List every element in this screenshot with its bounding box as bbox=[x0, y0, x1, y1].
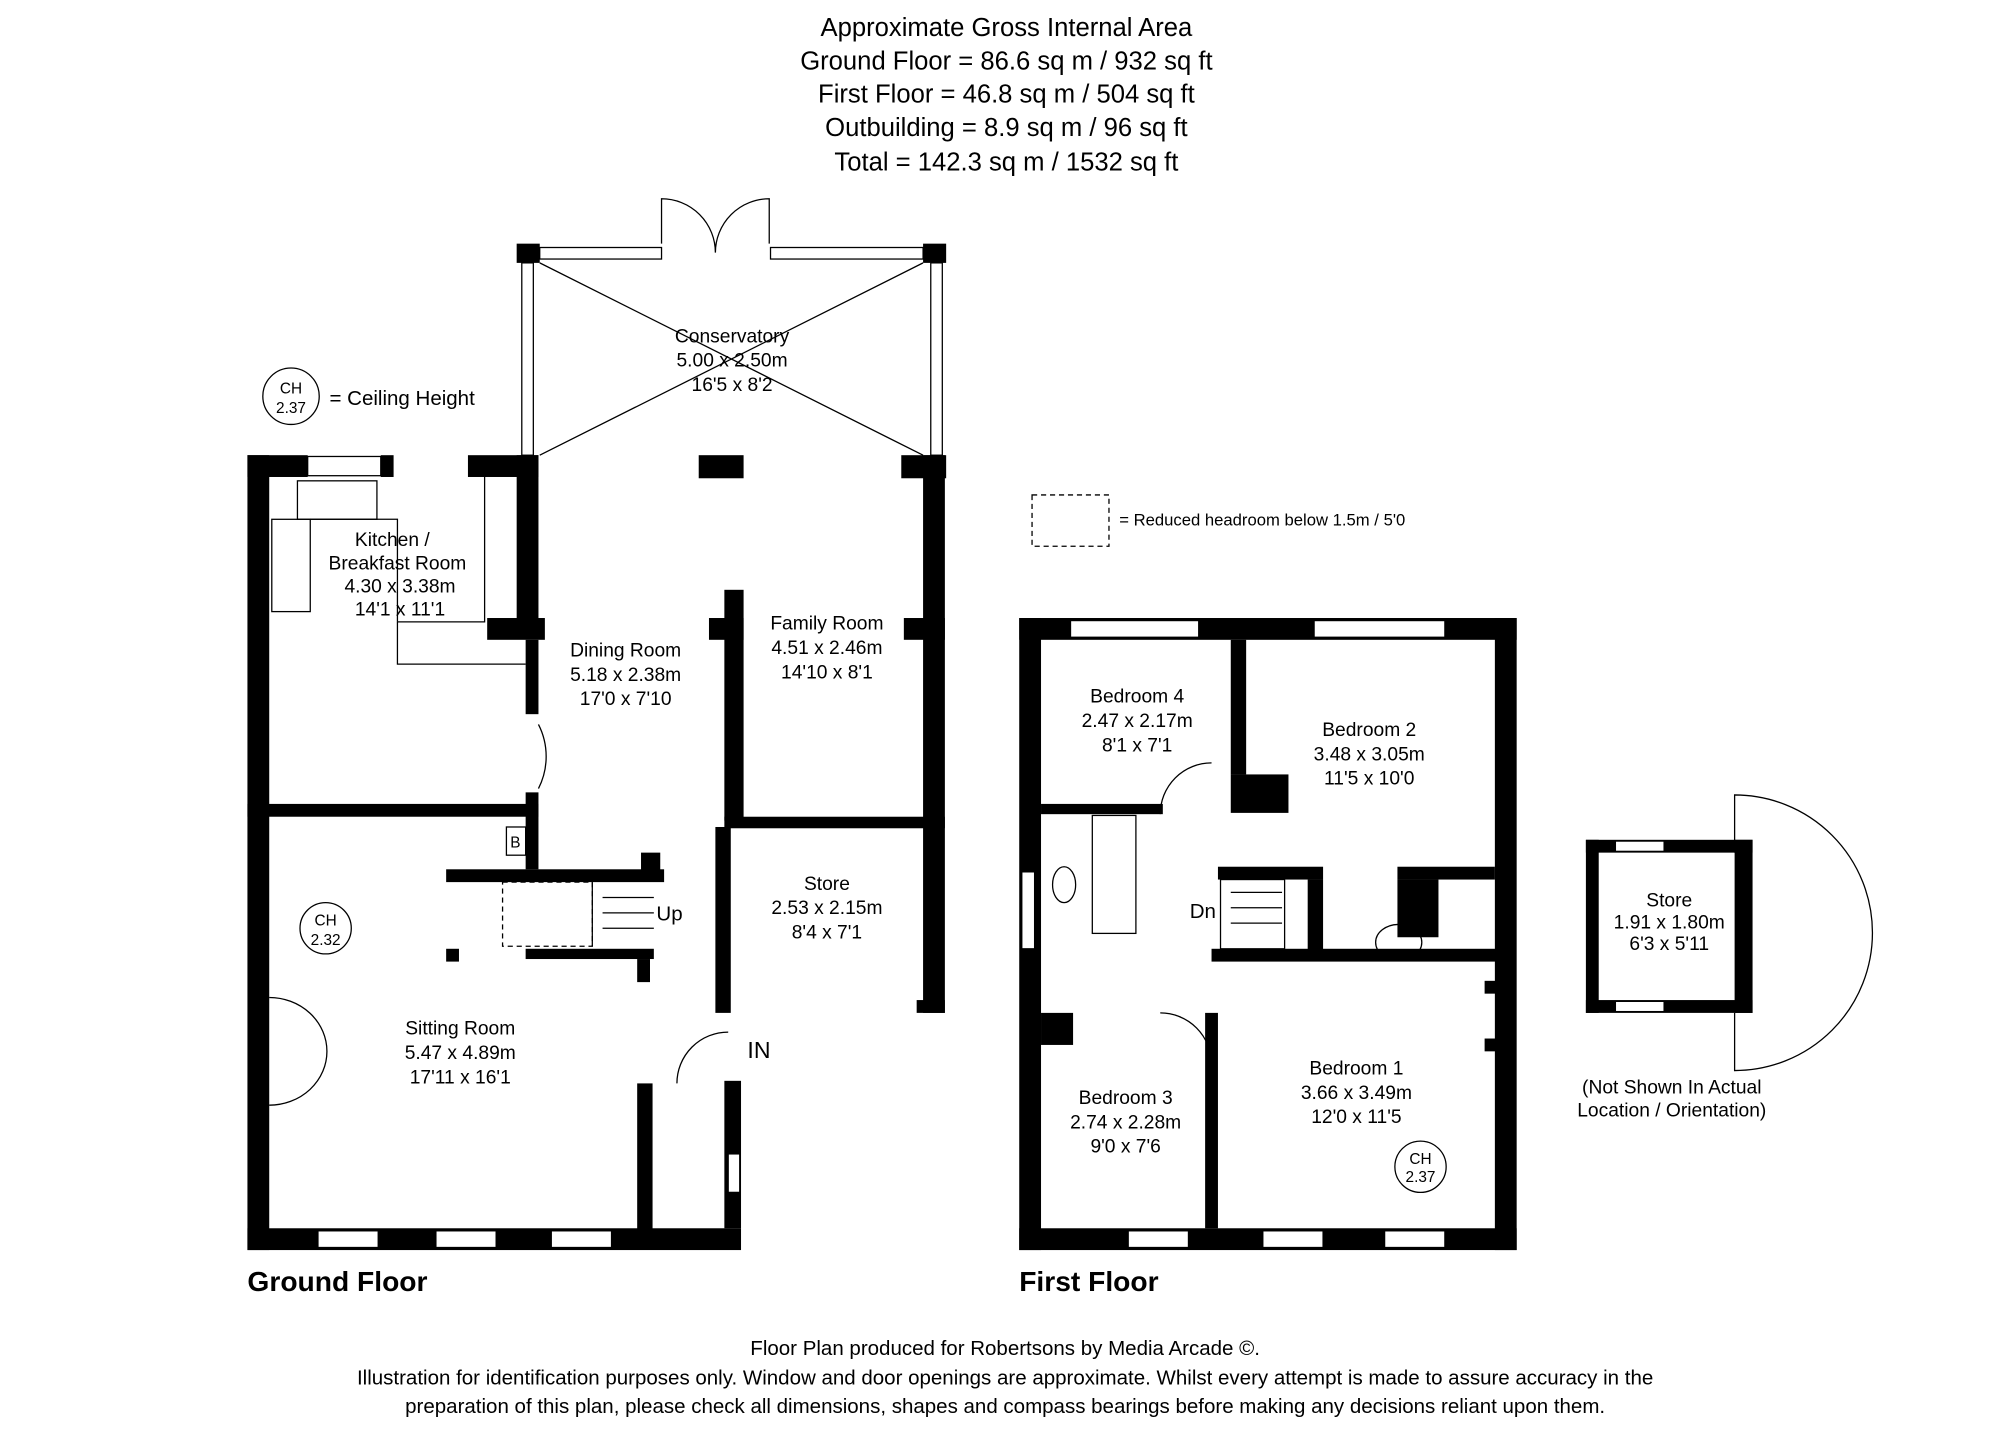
disclaimer: Floor Plan produced for Robertsons by Me… bbox=[357, 1337, 1653, 1418]
area-summary: Approximate Gross Internal Area Ground F… bbox=[800, 14, 1212, 177]
room-name: Store bbox=[804, 874, 850, 895]
room-metric: 4.51 x 2.46m bbox=[771, 638, 882, 659]
room-bedroom3: Bedroom 3 2.74 x 2.28m 9'0 x 7'6 bbox=[1070, 1088, 1181, 1158]
outbuilding-store: Store 1.91 x 1.80m 6'3 x 5'11 (Not Shown… bbox=[1577, 794, 1873, 1122]
ceiling-height-marker-icon bbox=[1394, 1140, 1447, 1194]
room-bedroom4: Bedroom 4 2.47 x 2.17m 8'1 x 7'1 bbox=[1082, 687, 1193, 757]
room-metric: 2.74 x 2.28m bbox=[1070, 1112, 1181, 1133]
area-total: Total = 142.3 sq m / 1532 sq ft bbox=[834, 149, 1178, 177]
room-imperial: 6'3 x 5'11 bbox=[1629, 934, 1709, 955]
room-store: Store 2.53 x 2.15m 8'4 x 7'1 bbox=[771, 874, 882, 944]
ch-legend-text: = Ceiling Height bbox=[329, 387, 475, 410]
bedroom1-ceiling-height: CH 2.37 bbox=[1394, 1140, 1447, 1194]
reduced-headroom-legend: = Reduced headroom below 1.5m / 5'0 bbox=[1031, 494, 1405, 547]
area-outbuilding: Outbuilding = 8.9 sq m / 96 sq ft bbox=[825, 114, 1188, 142]
room-name: Store bbox=[1646, 890, 1692, 911]
bath-icon bbox=[1091, 814, 1137, 935]
area-ground-floor: Ground Floor = 86.6 sq m / 932 sq ft bbox=[800, 47, 1212, 75]
room-imperial: 17'11 x 16'1 bbox=[410, 1067, 511, 1088]
room-metric: 2.47 x 2.17m bbox=[1082, 711, 1193, 732]
room-sitting: Sitting Room 5.47 x 4.89m 17'11 x 16'1 bbox=[405, 1019, 516, 1089]
room-conservatory: Conservatory 5.00 x 2.50m 16'5 x 8'2 bbox=[675, 326, 790, 396]
ch-value: 2.37 bbox=[1406, 1169, 1436, 1186]
ceiling-height-marker-icon bbox=[299, 901, 352, 955]
entrance-label: IN bbox=[747, 1037, 770, 1063]
room-metric: 5.47 x 4.89m bbox=[405, 1043, 516, 1064]
room-kitchen: Kitchen / Breakfast Room 4.30 x 3.38m 14… bbox=[329, 530, 467, 620]
toilet-icon bbox=[1051, 866, 1077, 904]
room-imperial: 14'1 x 11'1 bbox=[355, 599, 445, 620]
reduced-headroom-text: = Reduced headroom below 1.5m / 5'0 bbox=[1119, 511, 1405, 530]
room-name: Breakfast Room bbox=[329, 553, 467, 574]
producer-credit: Floor Plan produced for Robertsons by Me… bbox=[750, 1337, 1260, 1360]
disclaimer-line: preparation of this plan, please check a… bbox=[405, 1395, 1605, 1418]
outbuilding-note: Location / Orientation) bbox=[1577, 1101, 1766, 1122]
room-name: Kitchen / bbox=[355, 530, 430, 551]
room-bedroom1: Bedroom 1 3.66 x 3.49m 12'0 x 11'5 bbox=[1301, 1058, 1412, 1128]
room-metric: 2.53 x 2.15m bbox=[771, 898, 882, 919]
room-imperial: 12'0 x 11'5 bbox=[1311, 1107, 1401, 1128]
disclaimer-line: Illustration for identification purposes… bbox=[357, 1367, 1653, 1390]
room-imperial: 14'10 x 8'1 bbox=[781, 662, 873, 683]
room-metric: 1.91 x 1.80m bbox=[1614, 912, 1725, 933]
first-floor-title: First Floor bbox=[1019, 1265, 1158, 1297]
room-imperial: 8'4 x 7'1 bbox=[792, 923, 862, 944]
ground-floor-walls: B bbox=[247, 198, 947, 1251]
stairs-up-label: Up bbox=[656, 903, 682, 926]
sitting-ceiling-height: CH 2.32 bbox=[299, 901, 352, 955]
reduced-headroom-icon bbox=[1031, 494, 1110, 547]
area-first-floor: First Floor = 46.8 sq m / 504 sq ft bbox=[818, 81, 1195, 109]
ceiling-height-marker-icon bbox=[262, 367, 320, 426]
ch-label: CH bbox=[1409, 1151, 1431, 1168]
hob-icon bbox=[271, 518, 311, 613]
room-metric: 5.00 x 2.50m bbox=[676, 351, 787, 372]
room-name: Bedroom 1 bbox=[1309, 1058, 1403, 1079]
ground-floor-title: Ground Floor bbox=[247, 1265, 427, 1297]
area-title: Approximate Gross Internal Area bbox=[821, 14, 1193, 42]
room-metric: 3.48 x 3.05m bbox=[1314, 744, 1425, 765]
sink-icon bbox=[296, 480, 378, 520]
boiler-label: B bbox=[510, 835, 520, 852]
first-floor-walls bbox=[1019, 618, 1517, 1251]
room-dining: Dining Room 5.18 x 2.38m 17'0 x 7'10 bbox=[570, 640, 681, 710]
room-imperial: 16'5 x 8'2 bbox=[692, 375, 773, 396]
room-name: Family Room bbox=[770, 614, 883, 635]
ch-label: CH bbox=[280, 381, 302, 398]
ch-value: 2.32 bbox=[311, 932, 341, 949]
room-name: Conservatory bbox=[675, 326, 790, 347]
basin-icon bbox=[1375, 923, 1423, 961]
room-metric: 5.18 x 2.38m bbox=[570, 665, 681, 686]
room-name: Bedroom 2 bbox=[1322, 720, 1416, 741]
ch-value: 2.37 bbox=[276, 400, 306, 417]
room-metric: 3.66 x 3.49m bbox=[1301, 1083, 1412, 1104]
room-bedroom2: Bedroom 2 3.48 x 3.05m 11'5 x 10'0 bbox=[1314, 720, 1425, 790]
room-name: Dining Room bbox=[570, 640, 681, 661]
room-imperial: 8'1 x 7'1 bbox=[1102, 735, 1172, 756]
ch-label: CH bbox=[315, 913, 337, 930]
outbuilding-note: (Not Shown In Actual bbox=[1582, 1078, 1761, 1099]
stairs-down-label: Dn bbox=[1190, 900, 1216, 923]
ceiling-height-legend: CH 2.37 = Ceiling Height bbox=[262, 367, 475, 426]
room-imperial: 11'5 x 10'0 bbox=[1324, 769, 1414, 790]
room-name: Sitting Room bbox=[405, 1019, 515, 1040]
room-name: Bedroom 3 bbox=[1079, 1088, 1173, 1109]
room-imperial: 17'0 x 7'10 bbox=[580, 689, 672, 710]
room-imperial: 9'0 x 7'6 bbox=[1090, 1137, 1160, 1158]
room-name: Bedroom 4 bbox=[1090, 687, 1184, 708]
room-family: Family Room 4.51 x 2.46m 14'10 x 8'1 bbox=[770, 614, 883, 684]
room-metric: 4.30 x 3.38m bbox=[344, 576, 455, 597]
